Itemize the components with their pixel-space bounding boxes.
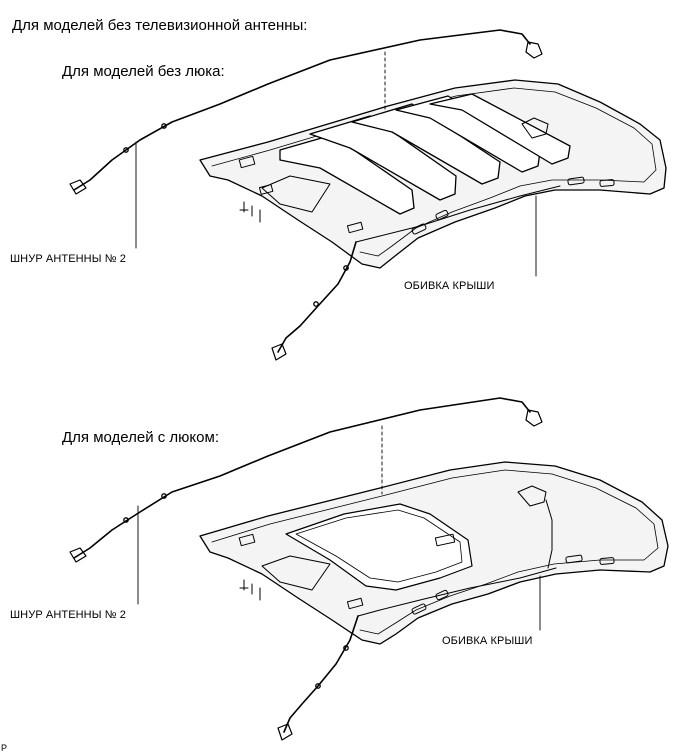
diagram-title: Для моделей без телевизионной антенны: [12, 17, 308, 34]
rear-bracket [517, 485, 547, 507]
section-heading-no-sunroof: Для моделей без люка: [62, 63, 225, 80]
cord-line [73, 397, 531, 559]
antenna-cord-with-sunroof [69, 397, 557, 741]
label-headliner-upper: ОБИВКА КРЫШИ [404, 280, 495, 292]
cord-line [73, 29, 531, 191]
cord-connector-left [69, 547, 87, 563]
cord-connector-bottom [277, 723, 293, 741]
cord-connector-top [525, 409, 543, 427]
cord-connector-left [69, 179, 87, 195]
front-console [261, 175, 331, 213]
section-heading-with-sunroof: Для моделей с люком: [62, 429, 219, 446]
label-antenna-cord-upper: ШНУР АНТЕННЫ № 2 [10, 253, 126, 265]
cord-line-lower [277, 241, 357, 353]
label-antenna-cord-lower: ШНУР АНТЕННЫ № 2 [10, 609, 126, 621]
roof-headliner-with-sunroof [199, 461, 669, 645]
roof-headliner-no-sunroof [199, 79, 667, 269]
cord-connector-top [525, 41, 543, 59]
roof-strip-3 [351, 103, 501, 185]
cord-connector-bottom [271, 343, 287, 361]
front-console [261, 555, 331, 591]
headliner-inner-edge [211, 469, 659, 635]
label-headliner-lower: ОБИВКА КРЫШИ [442, 635, 533, 647]
sunroof-opening [285, 503, 473, 591]
antenna-cord-no-sunroof [69, 29, 561, 361]
roof-strip-5 [429, 93, 571, 165]
figure-code: P [1, 743, 8, 753]
roof-strip-4 [395, 95, 541, 173]
rear-bracket [521, 117, 549, 139]
cord-line-lower [283, 615, 359, 733]
